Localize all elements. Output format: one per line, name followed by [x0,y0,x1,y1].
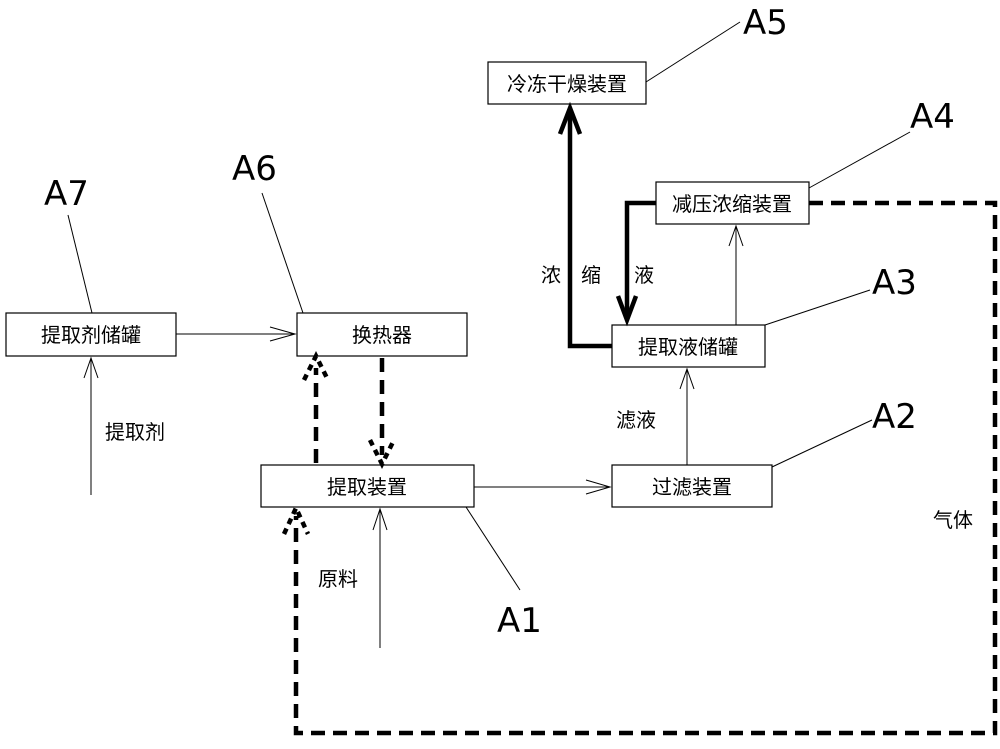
extractant-label: 提取剂 [105,420,165,444]
concentration-device-node: 减压浓缩装置 [655,181,810,225]
heat-exchanger-label: 换热器 [352,323,412,347]
gas-label: 气体 [933,508,973,532]
arrowhead-concentration-to-tank [615,295,639,327]
heat-exchanger-node: 换热器 [296,312,468,357]
leader-a5 [645,21,741,83]
leader-a4 [808,131,911,189]
filtrate-label: 滤液 [616,408,656,432]
thin-arrows [67,21,911,648]
extraction-device-node: 提取装置 [260,464,475,508]
leader-a7 [67,214,93,314]
arrowhead-extraction-to-filter [585,479,612,495]
arrow-concentration-to-tank [624,200,656,315]
dashed-arrowhead-down-extraction [367,438,397,470]
concentration-device-label: 减压浓缩装置 [672,192,792,216]
arrowhead-raw-material-in [372,507,388,531]
dashed-gas-return [293,200,998,736]
thick-arrows [557,101,656,349]
arrowhead-tank-to-exchanger [269,326,297,342]
leader-a3 [764,289,871,326]
dashed-arrows [293,200,998,736]
arrow-tank-to-dryer [567,112,612,349]
extractant-tank-label: 提取剂储罐 [41,323,141,347]
arrowhead-filter-to-tank [679,367,695,390]
ref-a1: A1 [497,601,542,641]
raw-material-label: 原料 [318,567,358,591]
arrowhead-tank-to-concentration [728,224,744,247]
freeze-dryer-node: 冷冻干燥装置 [487,61,647,105]
dashed-arrowheads [281,350,397,535]
ref-a7: A7 [44,174,89,214]
leader-a1 [465,506,521,591]
dashed-arrowhead-up-exchanger [301,350,331,382]
filter-device-label: 过滤装置 [652,475,732,499]
ref-a4: A4 [910,97,955,137]
ref-a3: A3 [872,263,917,303]
ref-a2: A2 [872,397,917,437]
filter-device-node: 过滤装置 [611,464,773,508]
extract-tank-label: 提取液储罐 [638,335,738,359]
ref-a6: A6 [232,149,277,189]
leader-a6 [261,192,304,314]
ref-a5: A5 [743,3,788,43]
concentrate-label-3: 液 [634,263,654,287]
freeze-dryer-label: 冷冻干燥装置 [507,72,627,96]
leader-a2 [771,419,873,468]
extraction-device-label: 提取装置 [327,475,407,499]
arrowhead-extractant-in [83,356,99,379]
extractant-tank-node: 提取剂储罐 [5,312,177,357]
concentrate-label-2: 缩 [581,263,601,287]
concentrate-label-1: 浓 [541,263,561,287]
arrowhead-tank-to-dryer [557,101,583,135]
extract-tank-node: 提取液储罐 [611,324,766,368]
dashed-arrowhead-gas [281,502,311,535]
